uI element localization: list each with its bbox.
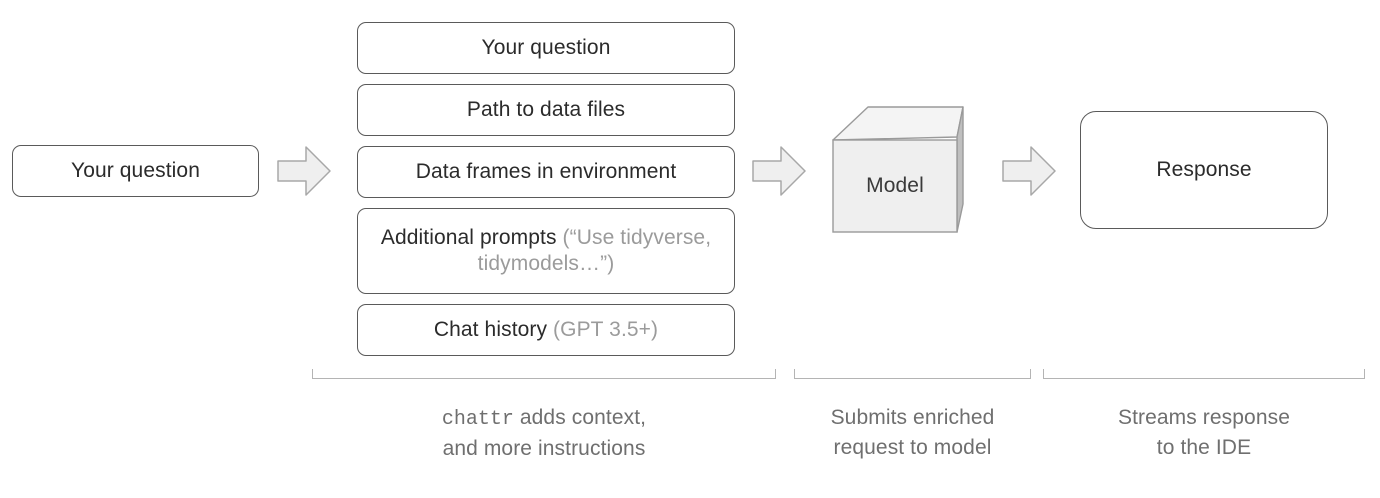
caption-line-1-text: Submits enriched bbox=[830, 406, 995, 429]
caption-line-1: chattr adds context, bbox=[312, 403, 776, 434]
bracket-submit bbox=[794, 369, 1031, 379]
model-cube: Model bbox=[828, 103, 968, 239]
arrow-stack-to-model bbox=[751, 143, 807, 199]
context-item-main-text: Additional prompts bbox=[380, 225, 563, 249]
caption-line-2: to the IDE bbox=[1156, 435, 1252, 459]
context-item-main-text: Chat history bbox=[433, 317, 554, 341]
context-item-2: Data frames in environment bbox=[357, 146, 735, 198]
context-item-4: Chat history (GPT 3.5+) bbox=[357, 304, 735, 356]
response-label: Response bbox=[1156, 157, 1252, 181]
caption-line-2: request to model bbox=[833, 435, 992, 459]
caption-line-1-text: Streams response bbox=[1117, 406, 1290, 429]
context-item-label: Path to data files bbox=[451, 97, 641, 123]
context-item-label: Data frames in environment bbox=[400, 159, 693, 185]
context-item-0: Your question bbox=[357, 22, 735, 74]
context-item-main-text: Your question bbox=[481, 35, 611, 59]
model-label: Model bbox=[866, 174, 924, 197]
input-question-box: Your question bbox=[12, 145, 259, 197]
response-box: Response bbox=[1080, 111, 1328, 229]
context-item-3: Additional prompts (“Use tidyverse, tidy… bbox=[357, 208, 735, 294]
caption-line-1-text: adds context, bbox=[513, 406, 647, 429]
bracket-stream bbox=[1043, 369, 1365, 379]
arrow-question-to-stack bbox=[276, 143, 332, 199]
caption-context: chattr adds context, and more instruction… bbox=[312, 403, 776, 464]
caption-mono-term: chattr bbox=[441, 408, 514, 431]
caption-line-2: and more instructions bbox=[442, 437, 646, 461]
context-item-note-text: (GPT 3.5+) bbox=[553, 317, 659, 341]
context-item-label: Additional prompts (“Use tidyverse, tidy… bbox=[358, 225, 734, 278]
context-item-label: Chat history (GPT 3.5+) bbox=[418, 317, 674, 343]
context-item-1: Path to data files bbox=[357, 84, 735, 136]
caption-stream: Streams response to the IDE bbox=[1043, 403, 1365, 463]
caption-line-1: Submits enriched bbox=[794, 403, 1031, 433]
bracket-context bbox=[312, 369, 776, 379]
context-item-main-text: Path to data files bbox=[466, 97, 626, 121]
caption-submit: Submits enriched request to model bbox=[794, 403, 1031, 463]
arrow-model-to-response bbox=[1001, 143, 1057, 199]
context-item-note-text: (“Use tidyverse, tidymodels…”) bbox=[477, 225, 712, 275]
context-item-main-text: Data frames in environment bbox=[415, 159, 677, 183]
input-question-label: Your question bbox=[71, 158, 200, 182]
caption-line-1: Streams response bbox=[1043, 403, 1365, 433]
context-item-label: Your question bbox=[466, 35, 627, 61]
